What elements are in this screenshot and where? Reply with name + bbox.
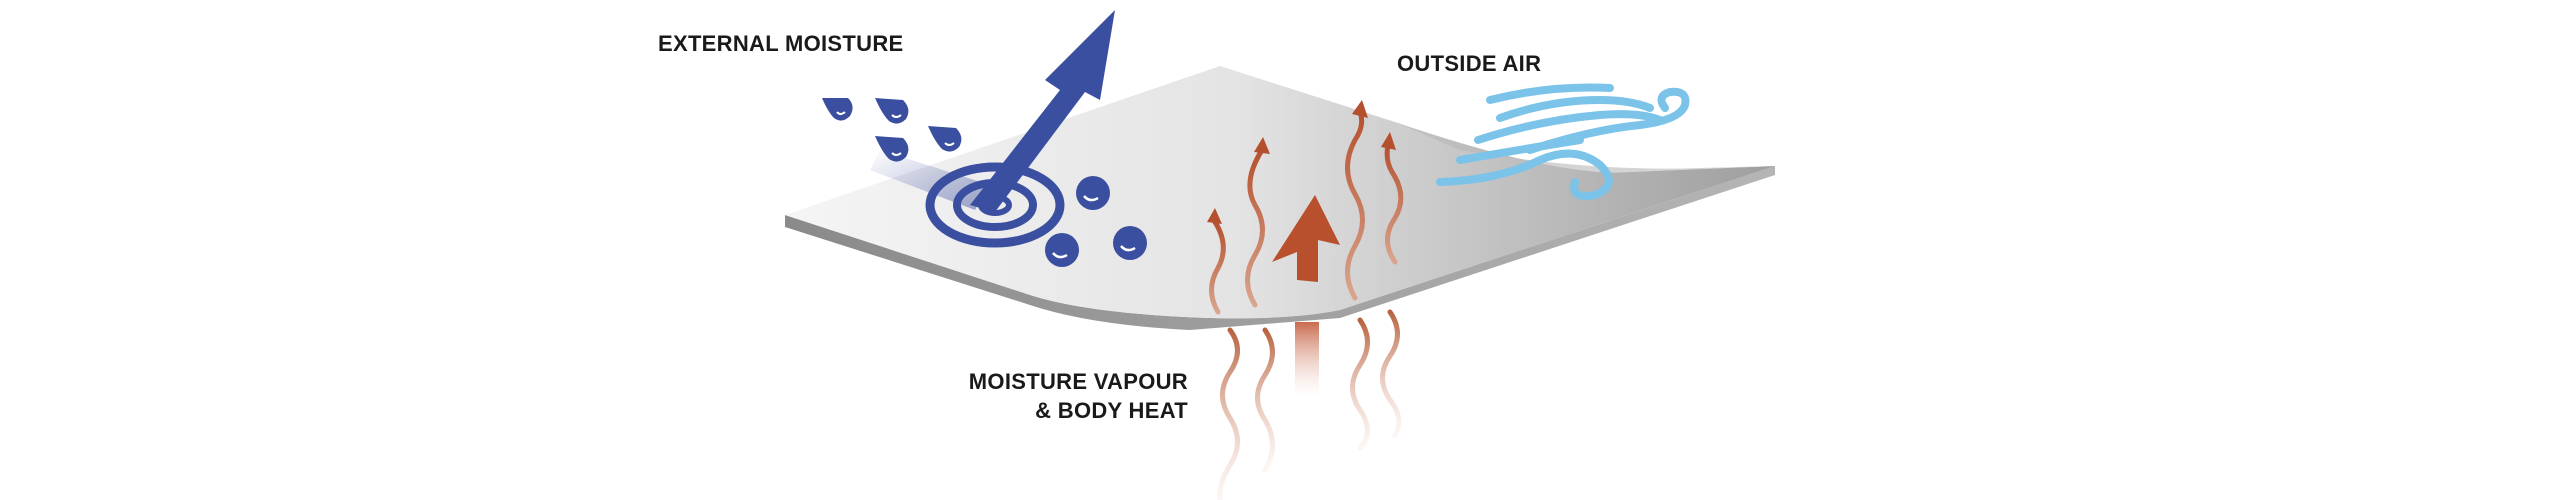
rain-drop-icon — [928, 126, 962, 152]
vapour-wave-icon — [1245, 147, 1265, 308]
rain-drop-icon — [875, 98, 909, 124]
vapour-wave-icon — [1255, 327, 1275, 473]
water-drop-icon — [1113, 226, 1147, 260]
heat-arrow-icon — [1272, 195, 1340, 282]
moisture-vapour-label: MOISTURE VAPOUR & BODY HEAT — [969, 367, 1188, 425]
moisture-vapour-line2: & BODY HEAT — [1035, 398, 1188, 423]
rain-drop-icon — [875, 136, 909, 162]
outside-air-label: OUTSIDE AIR — [1397, 51, 1542, 76]
vapour-wave-icon — [1209, 219, 1226, 315]
vapour-wave-icon — [1380, 309, 1402, 438]
rain-drop-icon — [822, 98, 853, 121]
vapour-wave-icon — [1345, 109, 1365, 301]
wind-icon — [1436, 83, 1690, 201]
vapour-wave-icon — [1217, 327, 1240, 500]
external-moisture-drops — [822, 98, 962, 162]
vapour-wave-icon — [1350, 317, 1370, 451]
outward-arrow-icon — [970, 10, 1115, 212]
water-drop-icon — [1045, 233, 1079, 267]
vapour-wave-icon — [1384, 142, 1404, 265]
external-moisture-label: EXTERNAL MOISTURE — [658, 31, 904, 56]
membrane-sheet — [785, 66, 1775, 330]
beaded-drops — [1045, 176, 1147, 267]
water-drop-icon — [1076, 176, 1110, 210]
membrane-curl — [1400, 124, 1775, 173]
vapour-waves-below — [1217, 309, 1402, 500]
moisture-vapour-line1: MOISTURE VAPOUR — [968, 369, 1188, 394]
vapour-arrowheads — [1207, 100, 1396, 224]
membrane-surface — [785, 66, 1775, 319]
heat-arrow-stem-below — [1295, 322, 1319, 397]
vapour-waves-above — [1209, 109, 1404, 315]
